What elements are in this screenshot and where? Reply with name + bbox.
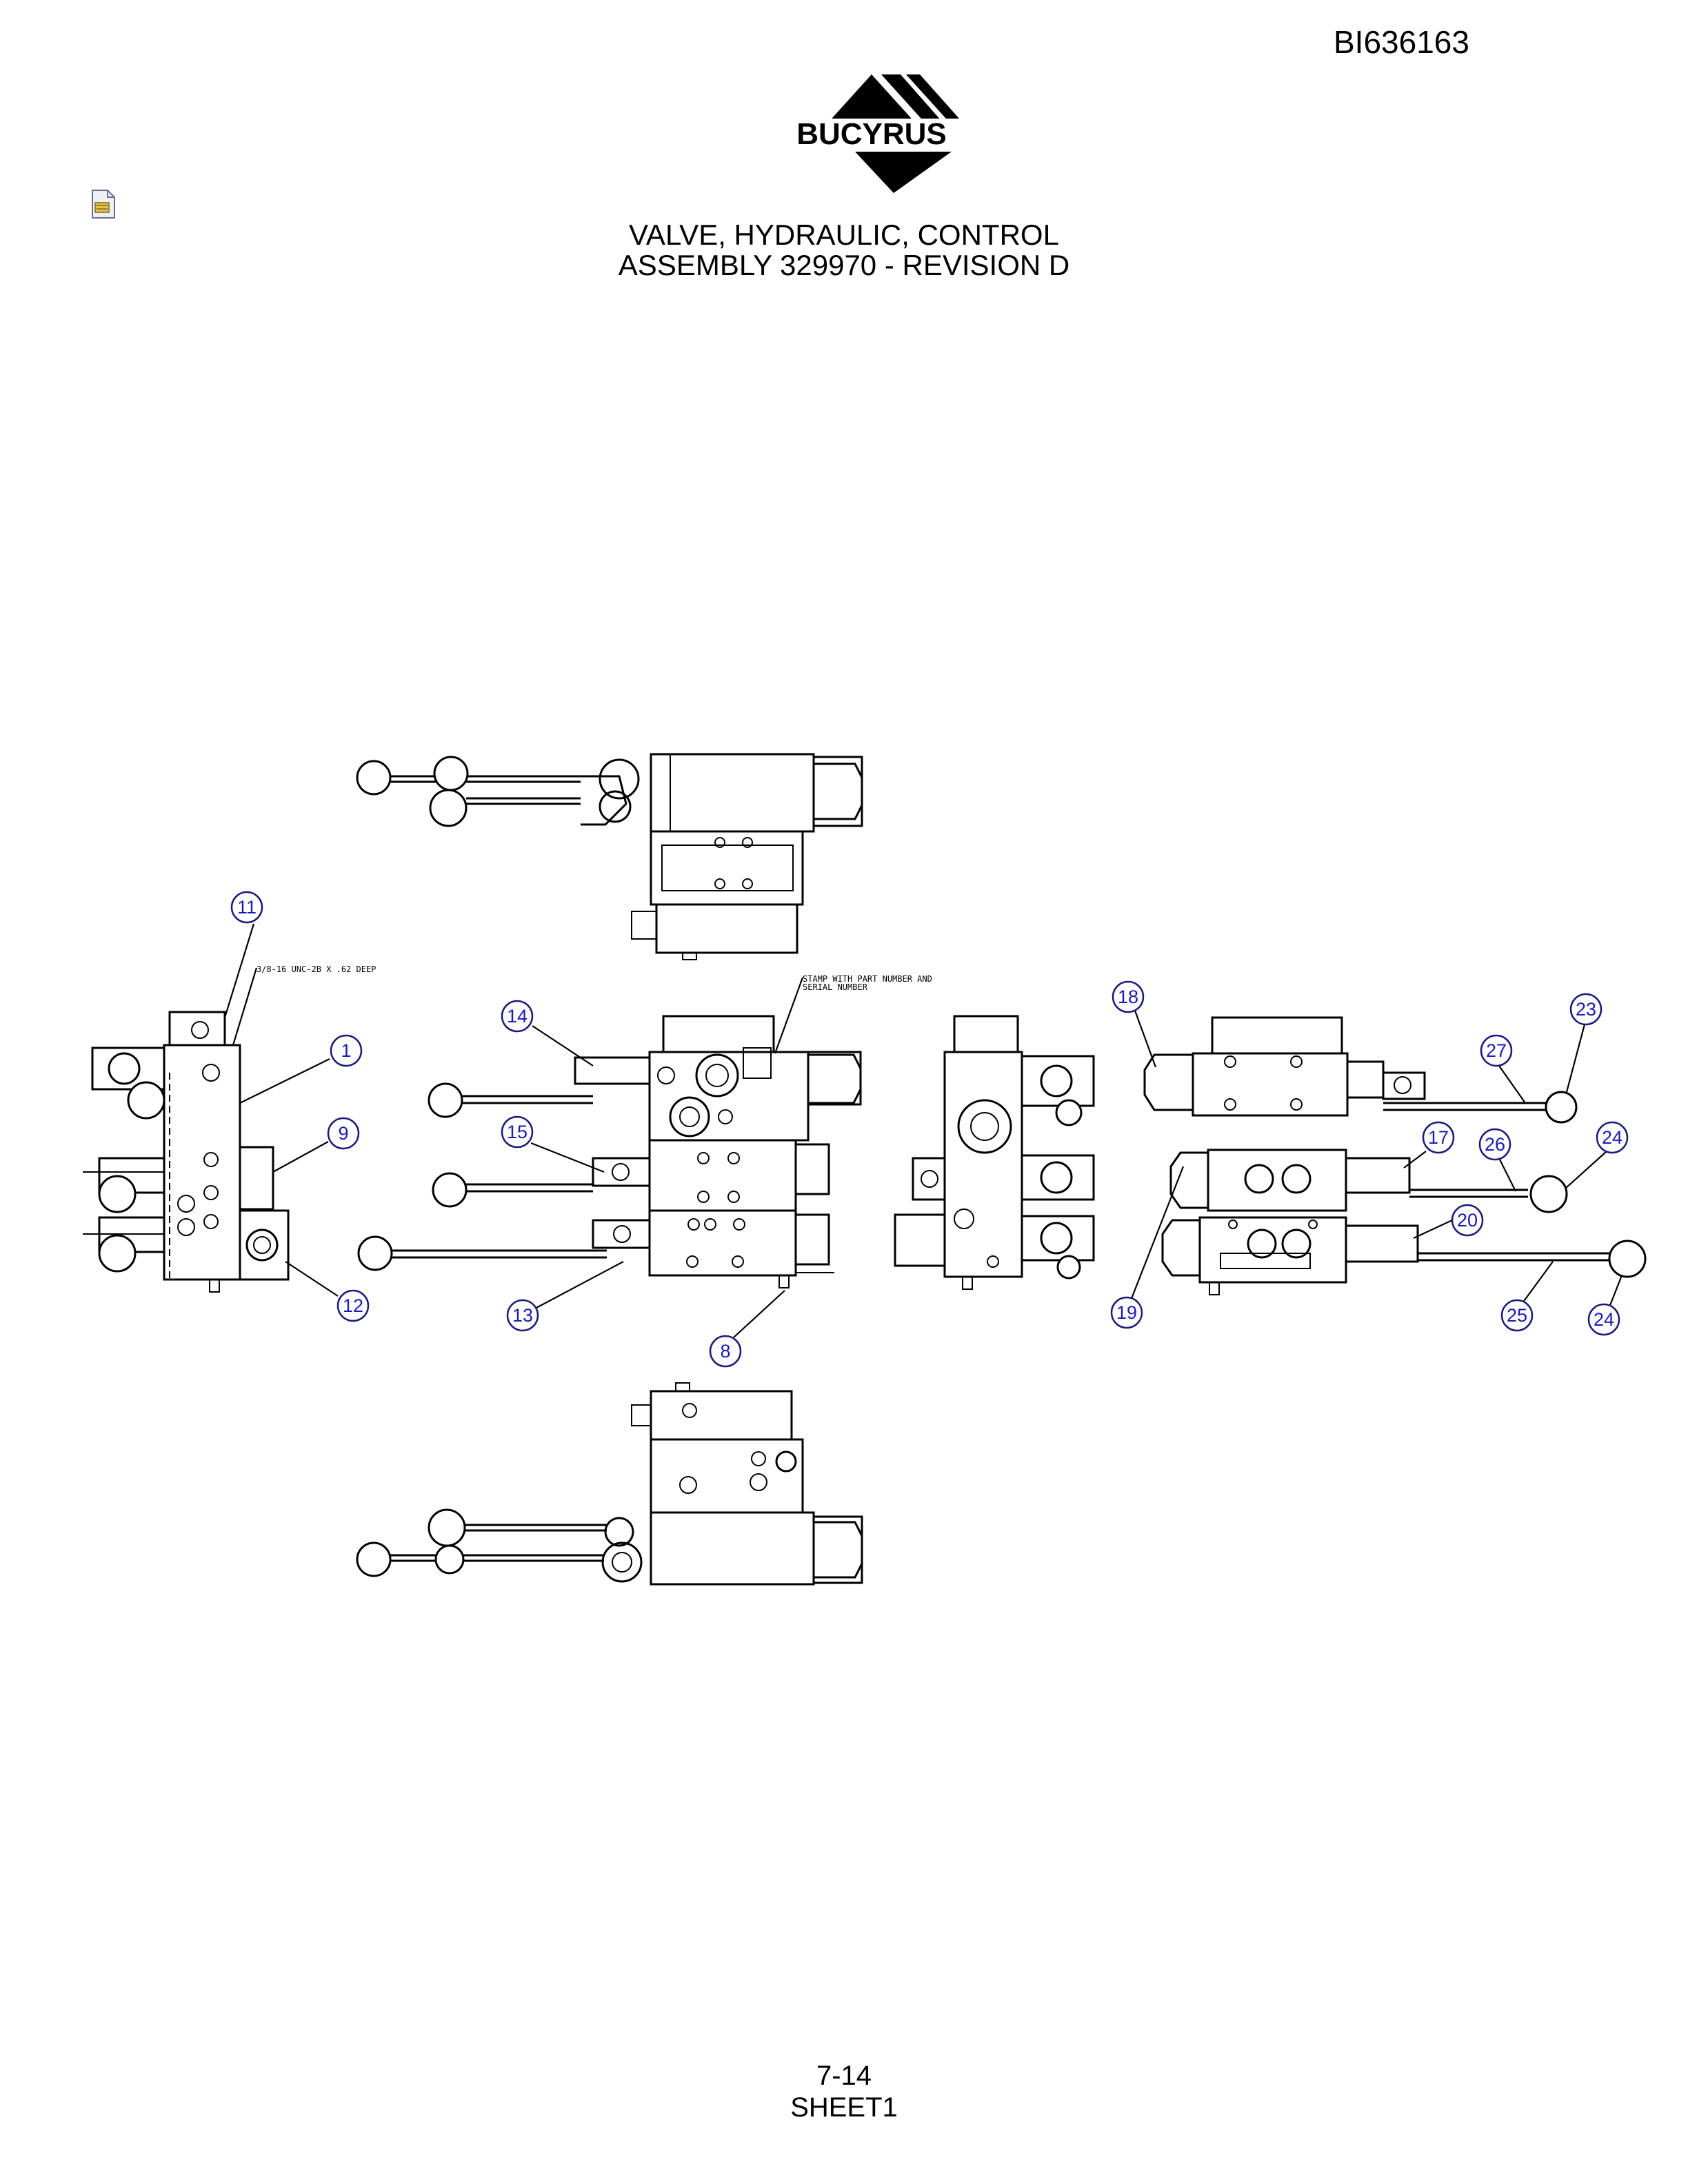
- callout-balloon: 1: [330, 1034, 363, 1067]
- callout-balloon: 17: [1422, 1121, 1455, 1154]
- svg-text:17: 17: [1428, 1127, 1449, 1148]
- svg-text:23: 23: [1576, 999, 1596, 1020]
- svg-text:18: 18: [1118, 987, 1138, 1007]
- front-view: [357, 1015, 862, 1288]
- left-side-view: [83, 1011, 290, 1293]
- svg-text:9: 9: [338, 1123, 348, 1144]
- far-right-view: [1143, 1016, 1647, 1295]
- callout-balloon: 14: [501, 1000, 534, 1033]
- svg-text:24: 24: [1602, 1127, 1622, 1148]
- callout-balloon: 19: [1110, 1296, 1143, 1329]
- callout-balloon: 9: [327, 1117, 360, 1150]
- svg-text:12: 12: [343, 1295, 363, 1316]
- svg-text:27: 27: [1486, 1040, 1507, 1061]
- stamp-note-line-1: STAMP WITH PART NUMBER AND: [803, 974, 932, 984]
- callout-balloon: 23: [1569, 993, 1602, 1026]
- svg-text:14: 14: [507, 1006, 528, 1027]
- callout-balloon: 24: [1587, 1303, 1620, 1336]
- title-line-1: VALVE, HYDRAULIC, CONTROL: [629, 219, 1059, 251]
- svg-text:26: 26: [1485, 1134, 1505, 1155]
- svg-text:24: 24: [1594, 1309, 1614, 1330]
- callout-balloon: 15: [501, 1115, 534, 1149]
- document-id: BI636163: [1334, 24, 1469, 60]
- callout-balloon: 20: [1451, 1204, 1484, 1237]
- svg-text:15: 15: [507, 1122, 528, 1142]
- sheet-label: SHEET1: [790, 2092, 898, 2123]
- svg-text:25: 25: [1507, 1305, 1527, 1326]
- page-number: 7-14: [816, 2061, 872, 2091]
- svg-text:13: 13: [512, 1305, 533, 1326]
- svg-text:8: 8: [720, 1341, 730, 1362]
- svg-text:11: 11: [237, 897, 257, 918]
- document-file-icon[interactable]: [88, 189, 119, 219]
- callout-balloon: 24: [1596, 1121, 1629, 1154]
- callout-balloon: 18: [1112, 980, 1145, 1013]
- callout-balloon: 8: [709, 1335, 742, 1368]
- callout-balloon: 27: [1480, 1034, 1513, 1067]
- right-side-view: [894, 1015, 1095, 1290]
- callout-balloon: 13: [506, 1299, 539, 1332]
- callout-balloon: 11: [230, 891, 263, 924]
- svg-text:BUCYRUS: BUCYRUS: [796, 117, 947, 151]
- svg-text:19: 19: [1116, 1302, 1137, 1323]
- svg-text:1: 1: [341, 1040, 351, 1061]
- title-line-2: ASSEMBLY 329970 - REVISION D: [618, 249, 1070, 281]
- callout-balloon: 26: [1478, 1128, 1511, 1161]
- bottom-view: [356, 1382, 863, 1586]
- callout-balloon: 12: [336, 1289, 370, 1322]
- top-view-upper: [356, 753, 863, 960]
- callout-balloon: 25: [1500, 1299, 1534, 1332]
- thread-note: 3/8-16 UNC-2B X .62 DEEP: [257, 964, 376, 974]
- stamp-note-line-2: SERIAL NUMBER: [803, 982, 868, 992]
- svg-text:20: 20: [1457, 1210, 1478, 1231]
- bucyrus-logo: BUCYRUS: [778, 74, 965, 193]
